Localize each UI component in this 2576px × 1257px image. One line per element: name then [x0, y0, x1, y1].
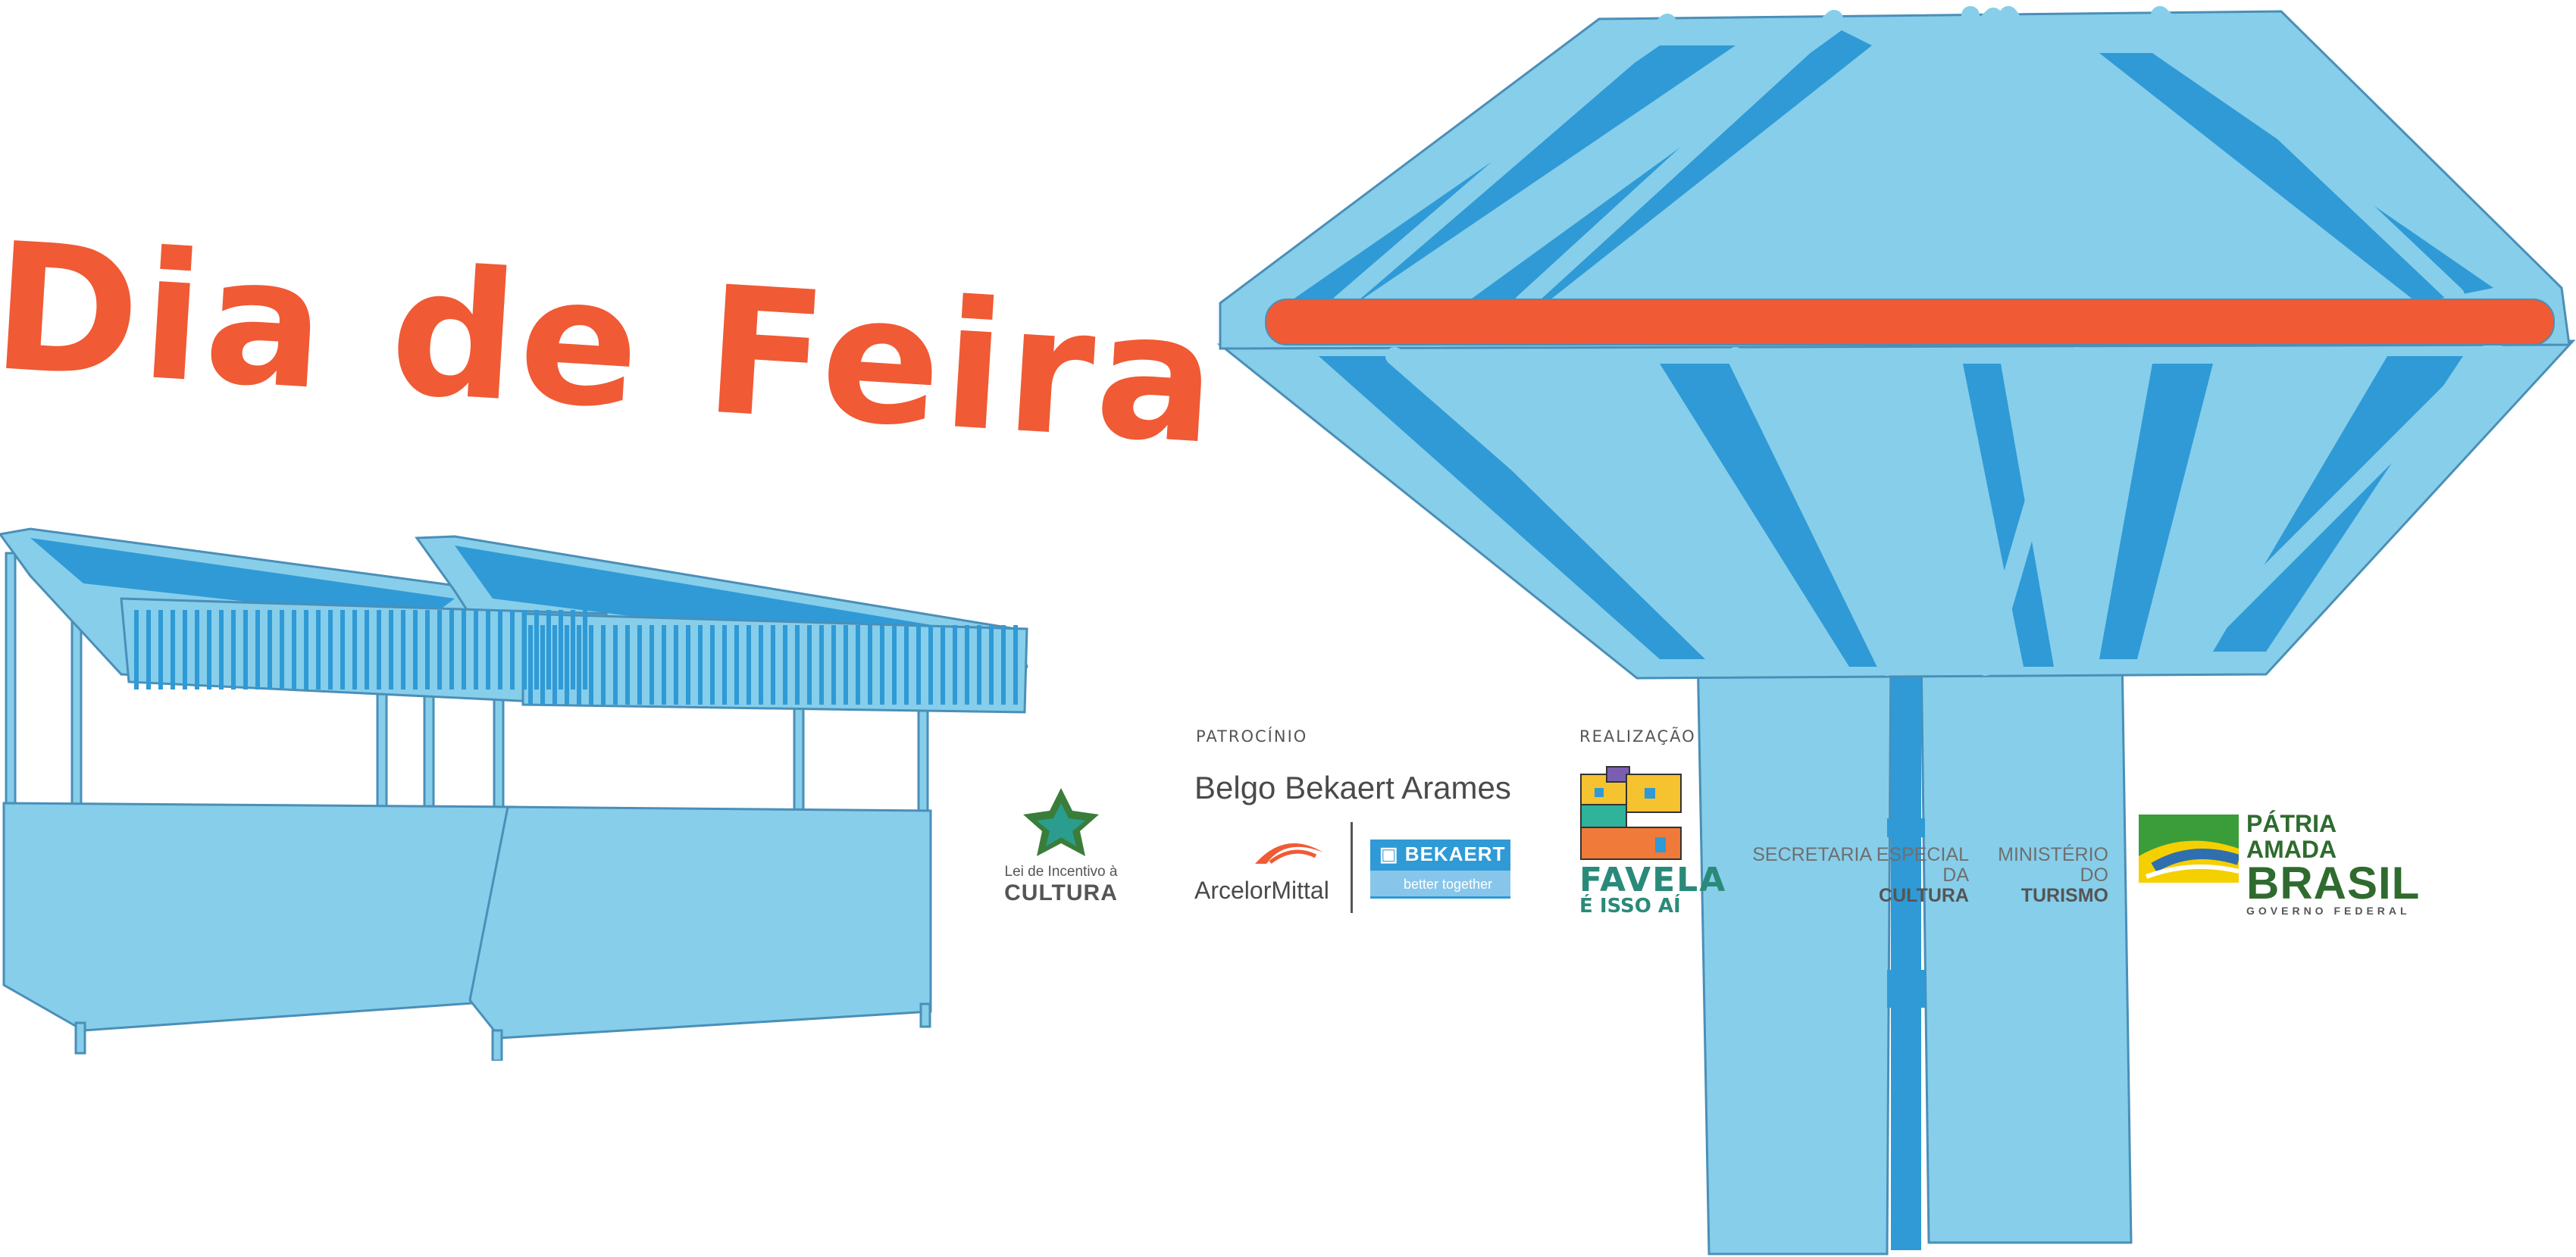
tower-ribs	[1332, 6, 2502, 676]
tower-upper-dish	[1219, 10, 2571, 350]
logo-divider	[1351, 822, 1353, 913]
stall-counter	[468, 805, 932, 1040]
tower-illustration	[1216, 6, 2576, 1255]
arcelor-swoosh-icon	[1255, 843, 1323, 865]
star-flower-icon	[1023, 788, 1099, 856]
tower-column	[1920, 650, 2133, 1244]
brasil-line1: PÁTRIA AMADA	[2246, 810, 2337, 863]
ministerio-line2: TURISMO	[2020, 885, 2108, 906]
stall-foot	[919, 1002, 931, 1028]
lei-incentivo-line1: Lei de Incentivo à	[1004, 864, 1118, 880]
lei-incentivo-logo: Lei de Incentivo à CULTURA	[1000, 784, 1122, 906]
bekaert-mark-icon: ▣	[1379, 843, 1405, 865]
belgo-logo-text: Belgo Bekaert Arames	[1194, 770, 1511, 805]
awning-stripe	[30, 538, 455, 621]
market-stalls-illustration	[0, 527, 1028, 1061]
arcelor-logo: ArcelorMittal	[1194, 833, 1331, 905]
bekaert-tagline: better together	[1370, 871, 1510, 896]
secretaria-line1: SECRETARIA ESPECIAL DA	[1752, 844, 1969, 886]
realization-label: REALIZAÇÃO	[1579, 727, 1696, 746]
favela-line1: FAVELA	[1579, 861, 1727, 899]
arcelor-text: ArcelorMittal	[1194, 877, 1329, 904]
stall-counter	[2, 802, 517, 1032]
secretaria-line2: CULTURA	[1879, 885, 1969, 906]
stall-foot	[491, 1029, 503, 1061]
stall-foot	[74, 1021, 86, 1055]
ministerio-logo: MINISTÉRIO DO TURISMO	[1975, 845, 2108, 906]
ministerio-line1: MINISTÉRIO DO	[1998, 844, 2108, 886]
tower-brace	[1887, 818, 1925, 837]
tower-column	[1696, 650, 1892, 1255]
favela-logo: FAVELA É ISSO AÍ	[1579, 765, 1727, 918]
tower-column-gap	[1891, 652, 1921, 1250]
bekaert-name: BEKAERT	[1404, 843, 1506, 865]
brasil-flag-icon	[2139, 815, 2239, 883]
tower-brace	[1887, 970, 1925, 1008]
brasil-line3: GOVERNO FEDERAL	[2246, 905, 2411, 917]
fringe-stripes	[134, 610, 1018, 705]
lei-incentivo-line2: CULTURA	[1004, 880, 1118, 905]
bekaert-logo: ▣ BEKAERT better together	[1370, 840, 1510, 899]
sponsorship-label: PATROCÍNIO	[1196, 727, 1308, 746]
brasil-logo: PÁTRIA AMADA BRASIL GOVERNO FEDERAL	[2139, 810, 2419, 917]
secretaria-logo: SECRETARIA ESPECIAL DA CULTURA	[1745, 845, 1969, 906]
tower-orange-band	[1265, 299, 2555, 346]
brasil-line2: BRASIL	[2246, 858, 2421, 908]
favela-houses-icon	[1580, 766, 1682, 860]
favela-line2: É ISSO AÍ	[1579, 895, 1681, 918]
page-title: Dia de Feira	[0, 205, 1225, 484]
